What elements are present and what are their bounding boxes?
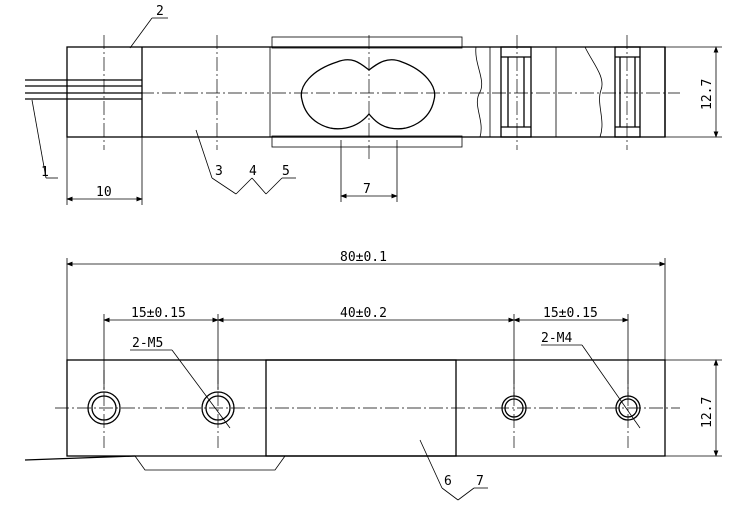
top-potting-area bbox=[141, 46, 271, 138]
callout-5: 5 bbox=[282, 164, 290, 179]
dim-12-7-top: 12.7 bbox=[700, 79, 715, 110]
top-slot-2 bbox=[614, 46, 641, 138]
bottom-potting-area bbox=[265, 359, 457, 457]
bottom-cover bbox=[134, 455, 286, 471]
bottom-cable bbox=[24, 455, 136, 461]
label-2-m5: 2-M5 bbox=[132, 336, 163, 351]
hole-m5-right bbox=[201, 391, 235, 425]
binocular-hole bbox=[300, 59, 436, 130]
top-cover-lower bbox=[271, 135, 463, 148]
callout-7: 7 bbox=[476, 474, 484, 489]
dim-10: 10 bbox=[96, 185, 112, 200]
top-section-hatch-4 bbox=[639, 46, 666, 138]
top-cover-upper bbox=[271, 36, 463, 49]
cable-wires bbox=[25, 79, 142, 100]
bottom-view: 80±0.1 15±0.15 40±0.2 15±0.15 2-M5 2-M4 … bbox=[24, 250, 722, 501]
callout-4: 4 bbox=[249, 164, 257, 179]
dim-15-right: 15±0.15 bbox=[543, 306, 598, 321]
top-section-hatch-3 bbox=[584, 46, 616, 138]
top-section-hatch-1 bbox=[475, 46, 491, 138]
callout-6: 6 bbox=[444, 474, 452, 489]
callout-1: 1 bbox=[41, 165, 49, 180]
top-section-hatch-2 bbox=[530, 46, 557, 138]
dim-12-7-bottom: 12.7 bbox=[700, 397, 715, 428]
dim-7: 7 bbox=[363, 182, 371, 197]
dim-15-left: 15±0.15 bbox=[131, 306, 186, 321]
dim-80: 80±0.1 bbox=[340, 250, 387, 265]
label-2-m4: 2-M4 bbox=[541, 331, 572, 346]
callout-3: 3 bbox=[215, 164, 223, 179]
callout-2: 2 bbox=[156, 4, 164, 19]
top-body-outline bbox=[66, 46, 666, 138]
dim-40: 40±0.2 bbox=[340, 306, 387, 321]
top-slot-1 bbox=[500, 46, 532, 138]
hole-m5-left bbox=[87, 391, 121, 425]
top-view: 2 1 3 4 5 10 7 12.7 bbox=[25, 4, 722, 205]
